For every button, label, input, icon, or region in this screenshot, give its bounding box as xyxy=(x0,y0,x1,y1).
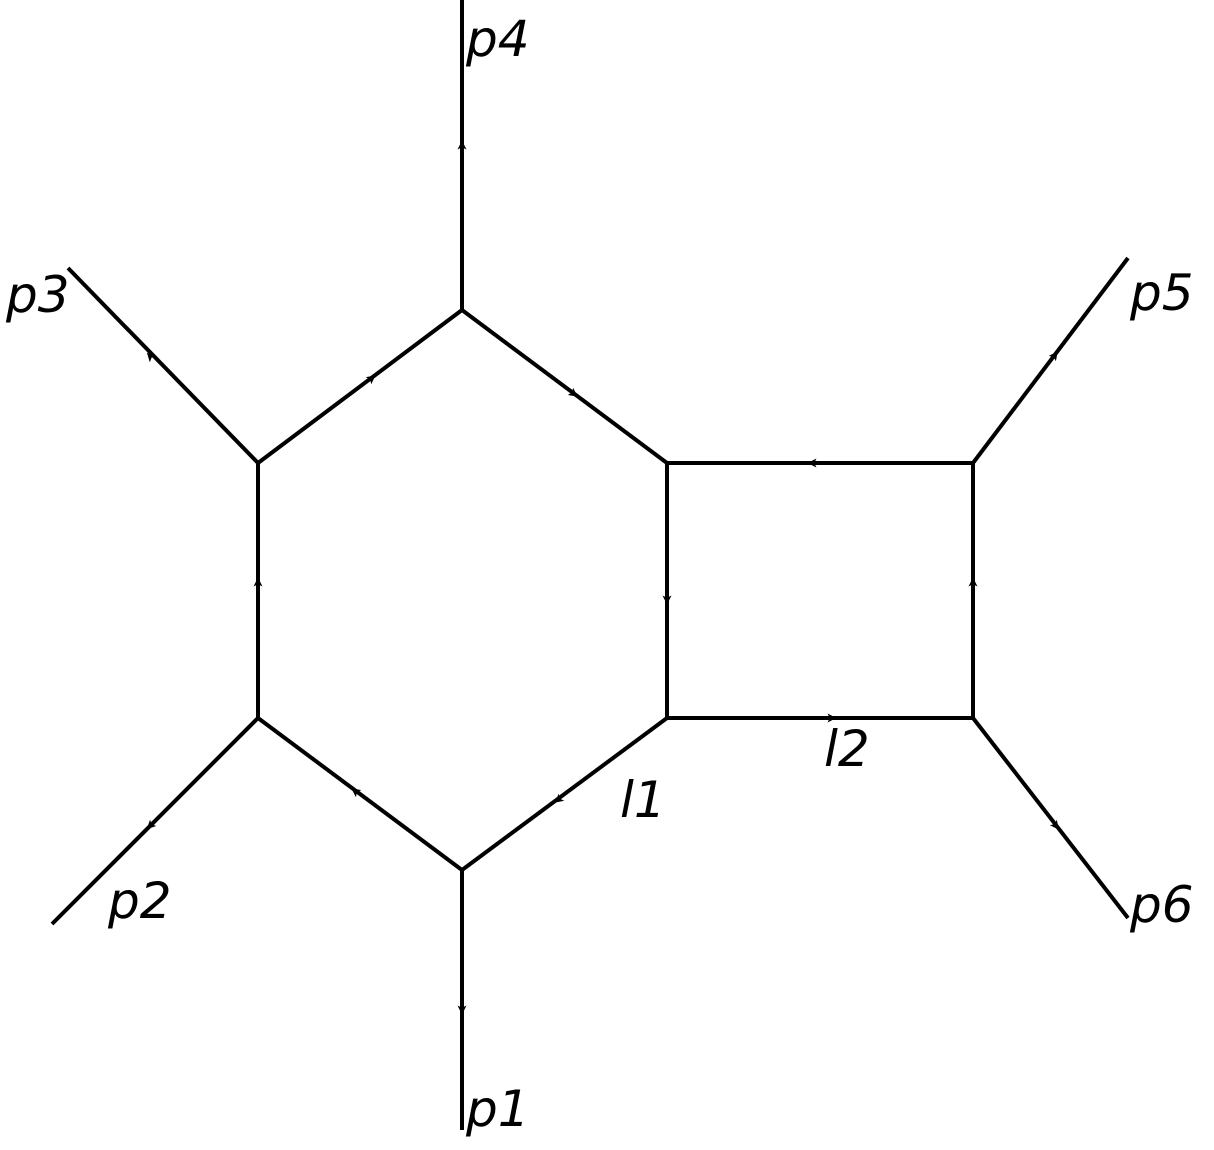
label-p5: p5 xyxy=(1130,264,1194,322)
external-legs xyxy=(50,0,1130,1130)
box-loop xyxy=(667,461,975,720)
leg-p3 xyxy=(66,266,260,465)
edge-hex-top-right xyxy=(460,308,669,465)
edge-l1 xyxy=(460,716,669,872)
label-p3: p3 xyxy=(6,266,70,324)
leg-p5 xyxy=(971,256,1130,465)
label-p6: p6 xyxy=(1130,876,1194,934)
label-p2: p2 xyxy=(108,872,172,930)
label-p1: p1 xyxy=(466,1080,530,1138)
arrowheads xyxy=(146,140,1059,1015)
label-p4: p4 xyxy=(466,10,530,68)
edge-hex-top-to-top-left xyxy=(256,308,464,465)
leg-p6 xyxy=(971,716,1130,920)
edge-hex-bottom-left xyxy=(256,716,464,872)
label-l1: l1 xyxy=(620,771,666,829)
hexagon-loop xyxy=(256,308,669,872)
label-l2: l2 xyxy=(824,720,870,778)
